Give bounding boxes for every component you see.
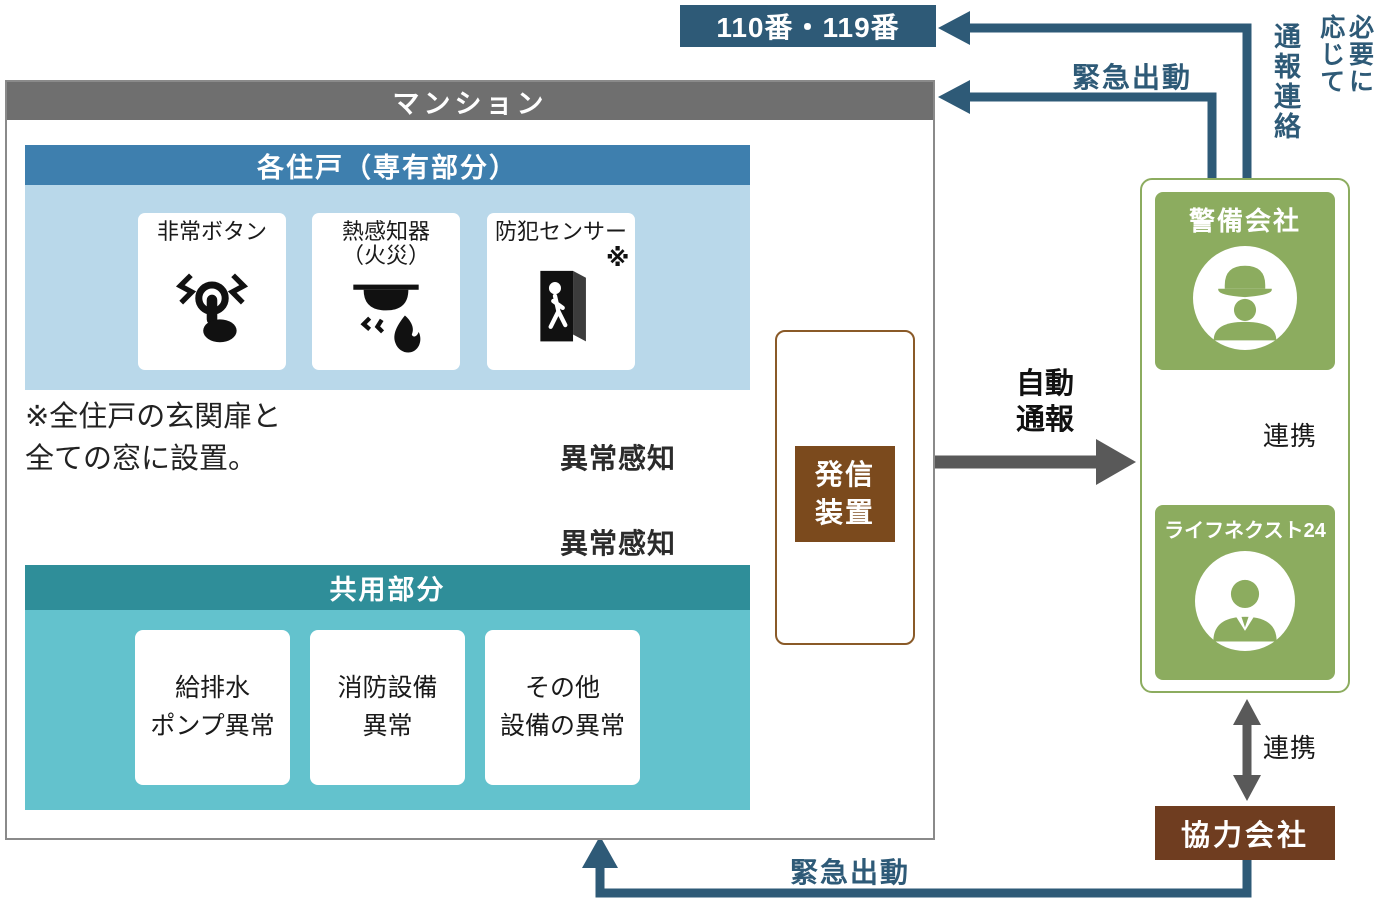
emergency-button-label: 非常ボタン [156,219,267,244]
security-company-box: 警備会社 [1155,192,1335,370]
transmitter-box: 発信 装置 [795,446,895,542]
installation-note: ※全住戸の玄関扉と 全ての窓に設置。 [25,401,282,476]
arrow-link-lifenext-partner [1233,699,1261,801]
transmitter-container: 発信 装置 [775,330,915,645]
other-equipment-card: その他 設備の異常 [485,630,640,785]
heat-detector-icon [343,268,429,370]
report-contact-vertical-label: 通報連絡 [1270,22,1300,142]
emergency-button-icon [168,244,256,370]
emergency-button-card: 非常ボタン [138,213,286,370]
security-sensor-label: 防犯センサー [494,219,627,244]
security-sensor-icon [518,244,604,370]
arrow-report-to-110119 [938,11,1252,178]
private-units-section: 各住戸（専有部分） 非常ボタン 熱感知器 （火災） [25,145,750,390]
heat-detector-card: 熱感知器 （火災） [312,213,460,370]
security-company-container: 警備会社 ライフネクスト24 [1140,178,1350,693]
fire-equipment-card: 消防設備 異常 [310,630,465,785]
water-pump-card: 給排水 ポンプ異常 [135,630,290,785]
lifenext-box: ライフネクスト24 [1155,505,1335,680]
auto-report-label: 自動 通報 [1015,368,1074,437]
sensor-asterisk-mark: ※ [606,245,630,272]
emergency-numbers-box: 110番・119番 [680,5,936,47]
link-label-2: 連携 [1263,733,1318,763]
detect-label-1: 異常感知 [560,443,677,474]
operator-person-icon [1195,551,1295,651]
security-company-label: 警備会社 [1188,206,1301,236]
common-area-title: 共用部分 [25,565,750,610]
arrow-partner-dispatch-to-mansion [582,836,1252,898]
arrow-auto-report [926,439,1136,485]
as-needed-vertical-label: 必要に応じて [1316,14,1374,95]
security-sensor-card: 防犯センサー [487,213,635,370]
partner-company-box: 協力会社 [1155,806,1335,860]
common-area-section: 共用部分 給排水 ポンプ異常 消防設備 異常 その他 設備の異常 [25,565,750,810]
lifenext-label: ライフネクスト24 [1164,520,1326,542]
detect-label-2: 異常感知 [560,528,677,559]
private-units-title: 各住戸（専有部分） [25,145,750,185]
link-label-1: 連携 [1263,421,1318,451]
arrow-dispatch-to-mansion [938,80,1217,178]
heat-detector-label: 熱感知器 （火災） [341,219,430,269]
mansion-box: マンション 各住戸（専有部分） 非常ボタン 熱感知器 （火災） [5,80,935,840]
dispatch-label-bottom: 緊急出動 [790,857,911,888]
mansion-title: マンション [7,82,933,120]
dispatch-label-top: 緊急出動 [1072,62,1193,93]
security-guard-icon [1193,246,1297,350]
